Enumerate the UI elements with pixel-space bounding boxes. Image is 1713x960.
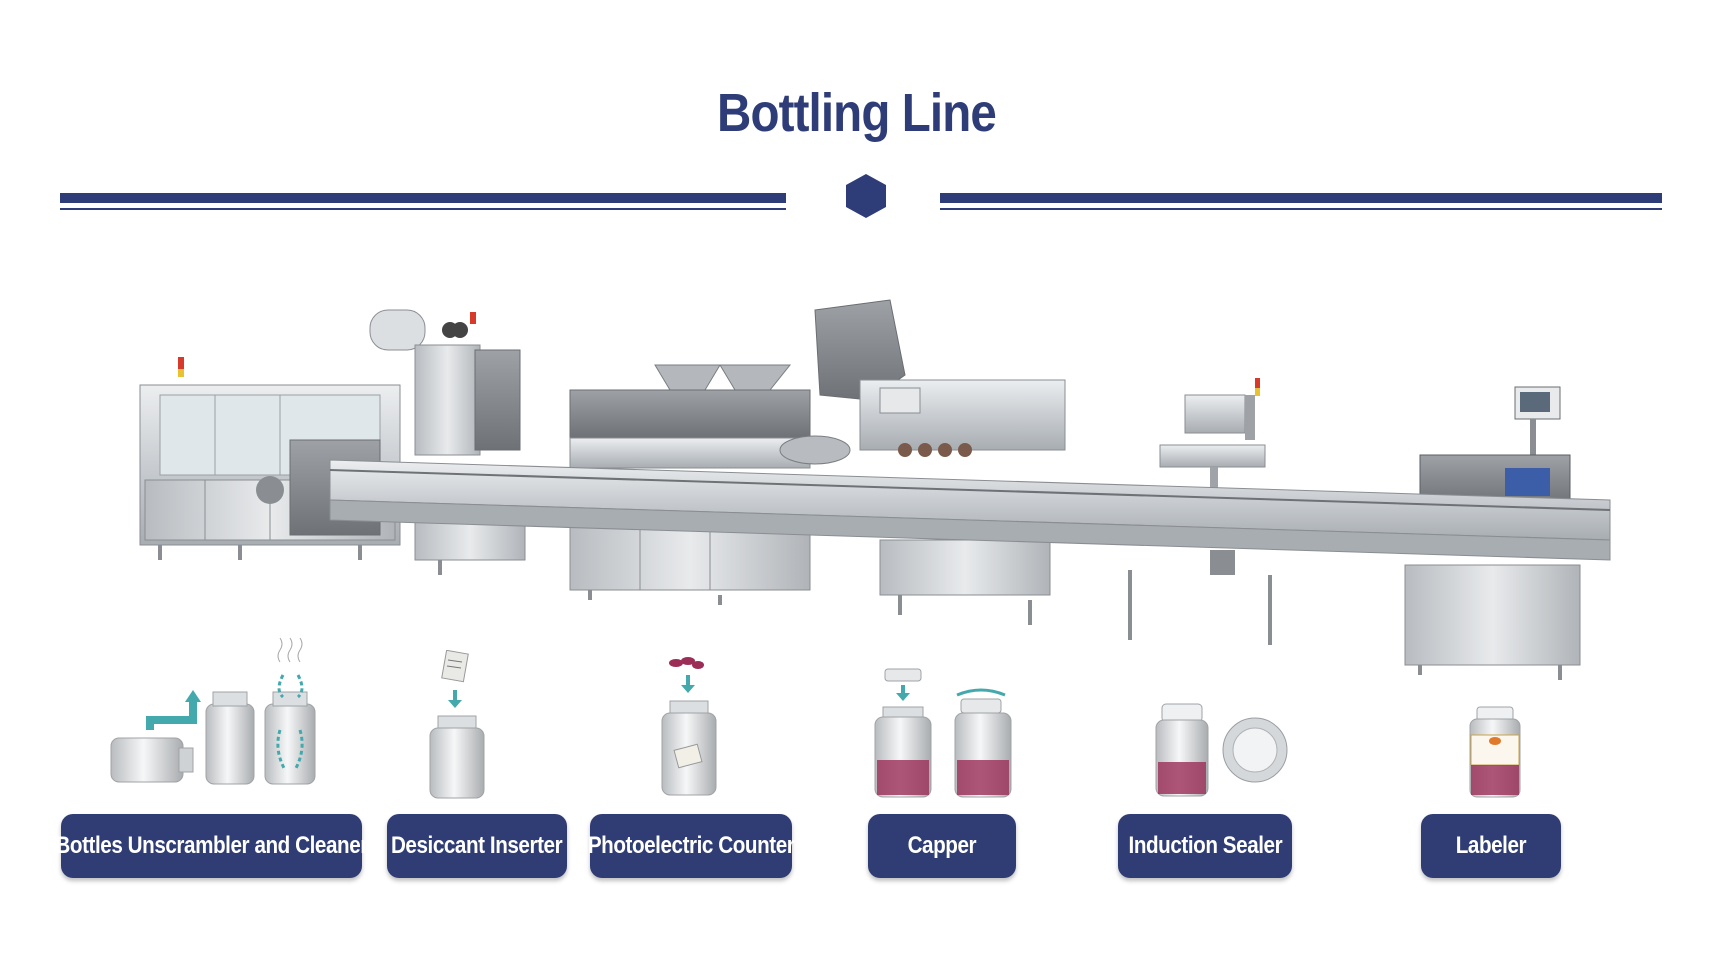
step-label-unscrambler: Bottles Unscrambler and Cleaner [55,814,368,878]
header-divider-left [60,193,786,211]
conveyor [329,459,1611,561]
capped-bottle-icon [874,668,1012,798]
hexagon-icon [846,174,886,218]
desiccant-bottle-icon [429,650,485,799]
pill-counter-bottle-icon [661,657,717,796]
capper-machine [779,299,1066,596]
page-title: Bottling Line [717,83,997,143]
bottling-line-machine-illustration [139,299,1611,680]
bottle-unscrambler-icon [110,637,316,785]
induction-sealer-machine [1159,378,1266,575]
header-divider-right [940,193,1662,211]
step-label-photoelectric-counter: Photoelectric Counter [588,814,795,878]
step-label-desiccant-inserter: Desiccant Inserter [387,814,567,878]
step-label-capper: Capper [868,814,1016,878]
sealed-bottle-icon [1155,703,1288,797]
step-label-induction-sealer: Induction Sealer [1118,814,1292,878]
step-label-labeler: Labeler [1421,814,1561,878]
labeled-bottle-icon [1469,706,1521,798]
machine-legs [158,545,1562,680]
